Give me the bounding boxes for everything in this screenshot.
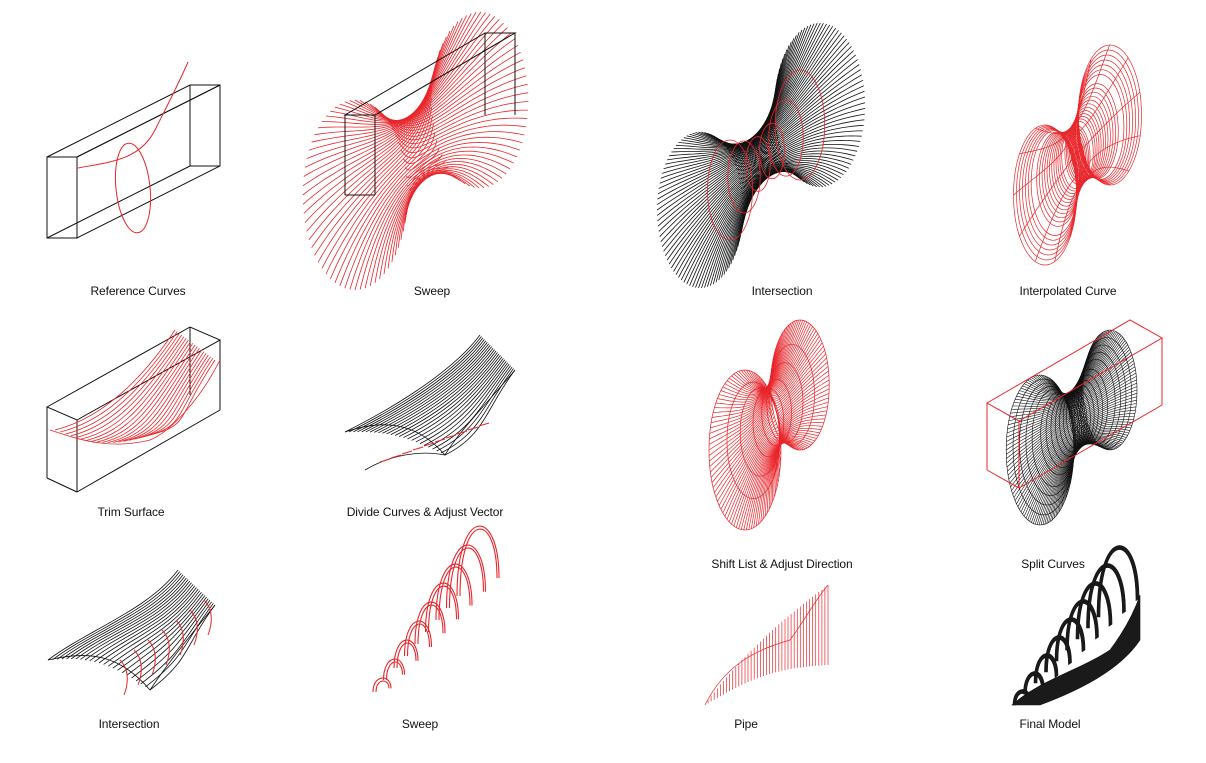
pipe-figure	[704, 584, 829, 706]
split-curves-figure	[985, 319, 1164, 526]
trim-surface-figure	[45, 326, 222, 493]
label-sweep-1: Sweep	[413, 284, 451, 298]
interpolated-curve-figure	[1013, 44, 1142, 266]
label-intersection-1: Intersection	[751, 284, 813, 298]
label-interpolated-curve: Interpolated Curve	[1019, 284, 1117, 298]
intersection-figure-2	[47, 569, 216, 696]
final-model-figure	[1011, 545, 1141, 706]
label-shift-list: Shift List & Adjust Direction	[711, 557, 853, 571]
label-reference-curves: Reference Curves	[90, 284, 186, 298]
shift-list-figure	[708, 319, 830, 531]
label-split-curves: Split Curves	[1021, 557, 1085, 571]
divide-curves-figure	[344, 334, 516, 471]
label-sweep-2: Sweep	[401, 717, 439, 731]
label-divide-curves: Divide Curves & Adjust Vector	[346, 505, 504, 519]
intersection-figure-1	[656, 22, 866, 289]
label-trim-surface: Trim Surface	[97, 505, 165, 519]
sweep-surface-figure	[302, 11, 529, 291]
label-final-model: Final Model	[1019, 717, 1081, 731]
sweep-arches-figure	[372, 525, 500, 693]
label-pipe: Pipe	[734, 717, 758, 731]
label-intersection-2: Intersection	[98, 717, 160, 731]
reference-curves-figure	[46, 61, 221, 239]
